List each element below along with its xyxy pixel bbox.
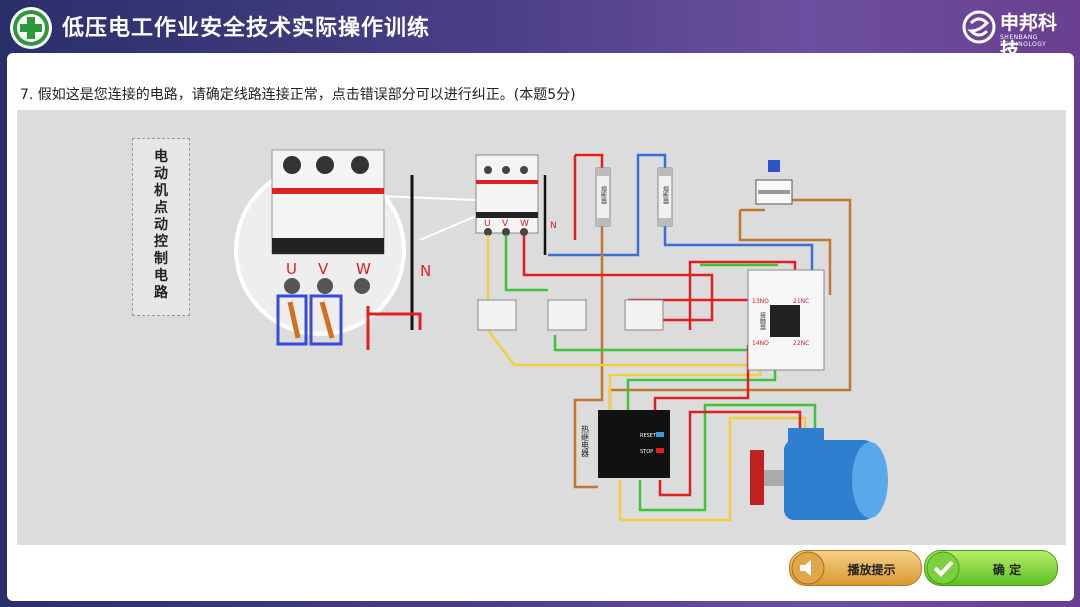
safety-cross-logo-icon [10,7,52,49]
checkmark-icon [926,551,960,585]
zoom-label-v: V [318,260,329,278]
breaker-label-n: N [550,221,557,231]
contactor-21nc: 21NC [793,298,809,305]
breaker-label-v: V [502,219,509,229]
contactor-14no: 14NO [752,340,769,347]
zoom-label-u: U [286,260,297,278]
main-breaker[interactable]: U V W N [475,154,557,236]
speaker-icon [791,551,825,585]
zoom-label-n: N [420,262,431,280]
fuse-1[interactable]: 熔断器 [595,167,611,227]
app-header: 低压电工作业安全技术实际操作训练 申邦科技 SHENBANG TECHNOLOG… [0,0,1080,61]
fuse-2[interactable]: 熔断器 [657,167,673,227]
app-title: 低压电工作业安全技术实际操作训练 [62,15,431,41]
terminal-blocks[interactable] [477,299,664,331]
thermal-relay[interactable]: RESET STOP 热继电器 [581,410,671,478]
confirm-label: 确 定 [992,563,1022,577]
fuse-2-label: 熔断器 [662,185,669,205]
wiring-diagram: U V W N U V W N [234,149,888,522]
brand-logo: 申邦科技 SHENBANG TECHNOLOGY [962,6,1072,61]
breaker-zoom-view: U V W N [234,149,477,350]
play-hint-label: 播放提示 [847,563,896,577]
breaker-label-w: W [520,219,529,229]
play-hint-button[interactable]: 播放提示 [789,550,922,586]
brand-swirl-icon [962,10,996,44]
contactor-22nc: 22NC [793,340,809,347]
push-button-switch[interactable] [755,160,793,205]
contactor-label: 接触器 [759,311,766,331]
diagram-canvas [17,110,1066,545]
relay-stop: STOP [640,449,653,455]
zoom-label-w: W [356,260,371,278]
question-text: 7. 假如这是您连接的电路，请确定线路连接正常，点击错误部分可以进行纠正。(本题… [20,87,576,103]
fuse-1-label: 熔断器 [600,185,607,205]
wire-v-highlight[interactable] [309,294,343,346]
electric-motor[interactable] [750,428,888,520]
confirm-button[interactable]: 确 定 [924,550,1058,586]
contactor[interactable]: 13NO 21NC 14NO 22NC 接触器 [747,269,825,371]
relay-label: 热继电器 [581,424,590,458]
relay-reset: RESET [640,433,657,439]
wire-u-highlight[interactable] [276,294,308,346]
circuit-title-text: 电动机点动控制电路 [154,149,168,301]
brand-english: SHENBANG TECHNOLOGY [1000,34,1047,48]
breaker-label-u: U [484,219,491,229]
contactor-13no: 13NO [752,298,769,305]
circuit-title-label: 电动机点动控制电路 [132,138,190,316]
